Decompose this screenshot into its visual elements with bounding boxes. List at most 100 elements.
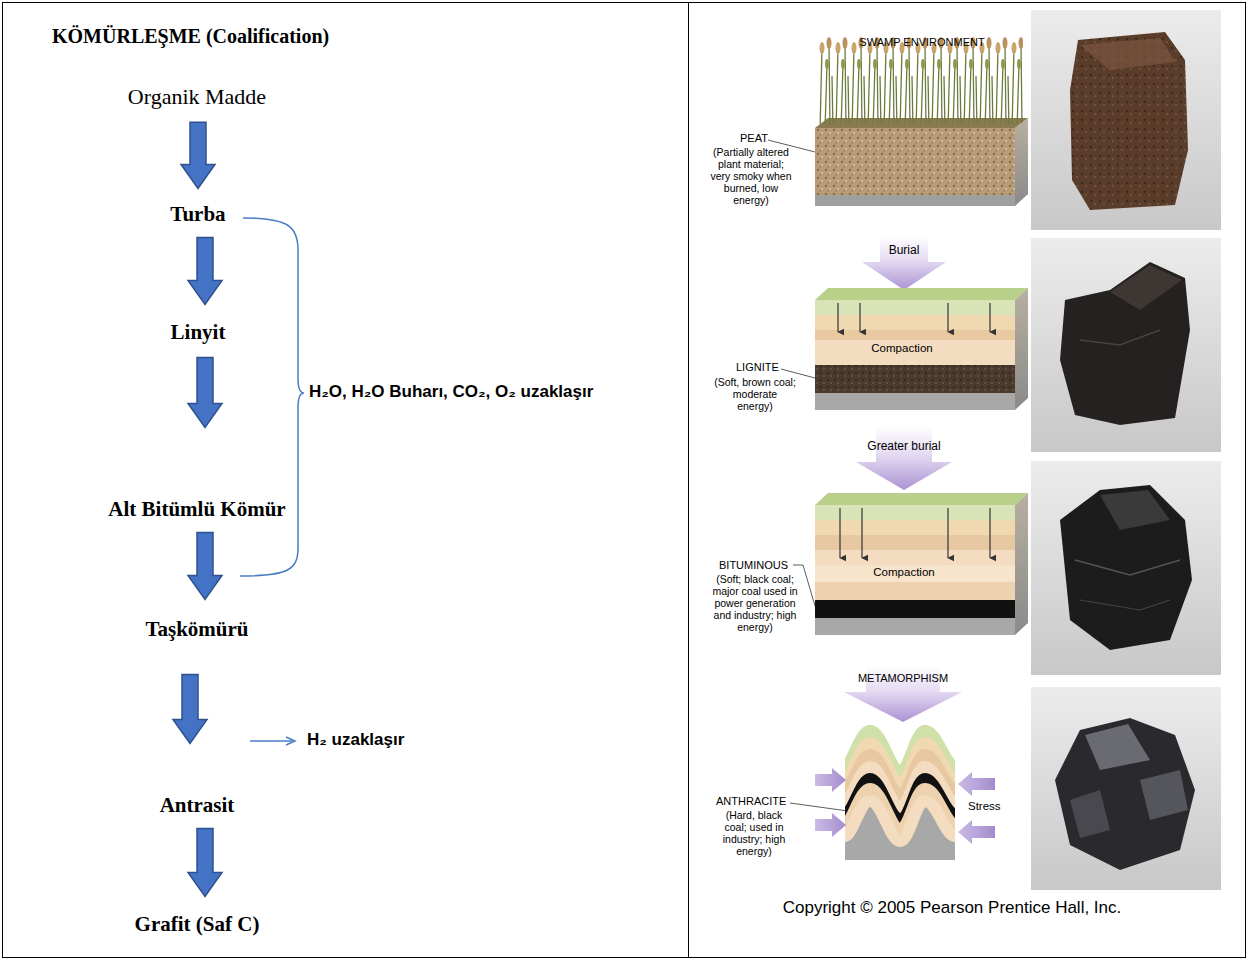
lignite-block [859,303,860,332]
peat-block [815,128,1015,195]
bituminous-block [815,493,1028,635]
lignite-block [815,288,1028,300]
bituminous-block [815,505,1015,520]
side-arrow [250,737,295,745]
illustration-label: Greater burial [867,440,940,454]
lignite-photo [1060,262,1190,425]
anthracite-photo [1055,718,1195,870]
lignite-block [837,303,838,332]
bituminous-block [815,618,1015,635]
bituminous-photo [1100,490,1170,530]
lignite-photo [1031,238,1221,452]
lignite-block [815,288,1028,410]
illustration-label: Copyright © 2005 Pearson Prentice Hall, … [783,898,1122,918]
stress-arrows [815,813,846,837]
peat-block [815,36,1028,206]
flow-arrow [181,122,215,188]
anthracite-fold [845,725,955,860]
lignite-block [815,300,1015,315]
flow-arrow [188,533,222,600]
bituminous-photo [1031,461,1221,675]
lignite-block [815,330,1015,340]
illustration-label: BITUMINOUS [719,559,788,572]
lignite-block [838,303,990,332]
bituminous-block [840,508,990,558]
bituminous-photo [1080,600,1170,610]
bituminous-block [815,550,1015,565]
coal-stage: Turba [166,200,229,229]
illustration-label: ANTHRACITE [716,795,786,808]
metamorphism-arrow [844,666,962,722]
lignite-photo [1031,238,1221,452]
lignite-block [1015,288,1028,410]
illustration-label: (Partially altered plant material; very … [707,146,795,206]
lignite-photo [1110,265,1182,310]
illustration-label: Burial [889,244,920,258]
bituminous-block [815,565,1015,582]
table-border [3,3,1246,958]
peat-photo [1031,10,1221,230]
flow-arrow [188,358,222,428]
anthracite-photo [1031,687,1221,890]
stage-name: Linyit [171,320,226,345]
bituminous-block [1015,493,1028,635]
metamorphism-arrow [844,666,962,722]
bituminous-photo [1031,461,1221,675]
lignite-block [815,365,1015,393]
coal-stage: Taşkömürü [141,615,252,644]
anthracite-photo [1085,724,1150,770]
illustration-label: SWAMP ENVIRONMENT [859,36,984,49]
bituminous-block [815,520,1015,535]
stress-arrows [958,820,995,844]
stress-arrows [815,768,846,792]
bituminous-block [947,508,948,558]
stage-name: Turba [170,202,225,227]
coal-stage: Alt Bitümlü Kömür [104,495,289,524]
stage-name: Antrasit [160,793,235,818]
peat-block [815,195,1015,206]
greater-burial-arrow [856,426,952,490]
anthracite-photo [1140,770,1188,820]
flow-arrow [173,675,207,744]
side-arrow [250,740,292,742]
illustration-label: (Hard, black coal; used in industry; hig… [714,809,794,857]
lignite-block [815,315,1015,330]
illustration-label: LIGNITE [736,361,779,374]
illustration-label: (Soft, brown coal; moderate energy) [714,376,796,412]
lignite-block [815,393,1015,410]
coal-stage: Grafit (Saf C) [131,910,264,939]
anthracite-fold [845,731,955,841]
peat-block [1015,118,1028,206]
peat-photo [1070,32,1188,210]
bituminous-block [815,535,1015,550]
bituminous-block [815,582,1015,600]
peat-photo [1031,10,1221,230]
anthracite-photo [1070,790,1110,838]
table-border [688,3,689,958]
leader-line [768,140,848,811]
lignite-block [815,340,1015,365]
brace-bracket [240,218,304,576]
stress-arrows [958,772,995,796]
process-note: H₂O, H₂O Buharı, CO₂, O₂ uzaklaşır [309,382,593,402]
bituminous-block [989,508,990,558]
process-note: H₂ uzaklaşır [307,730,404,750]
illustration-label: Compaction [873,566,934,579]
brace-bracket [240,218,304,576]
stage-name: Grafit (Saf C) [135,912,260,937]
lignite-block [947,303,948,332]
stage-name: Organik Madde [128,84,266,110]
lignite-block [989,303,990,332]
burial-arrow [862,236,946,290]
coal-stage: Linyit [167,318,230,347]
illustration-label: (Soft; black coal; major coal used in po… [711,573,799,633]
peat-block [818,36,1023,124]
table-border [3,3,1246,958]
burial-arrow [862,236,946,290]
illustration-label: Stress [968,800,1001,813]
bituminous-block [839,508,840,558]
side-arrow [286,737,295,745]
illustration-label: METAMORPHISM [858,672,948,685]
anthracite-photo [1031,687,1221,890]
